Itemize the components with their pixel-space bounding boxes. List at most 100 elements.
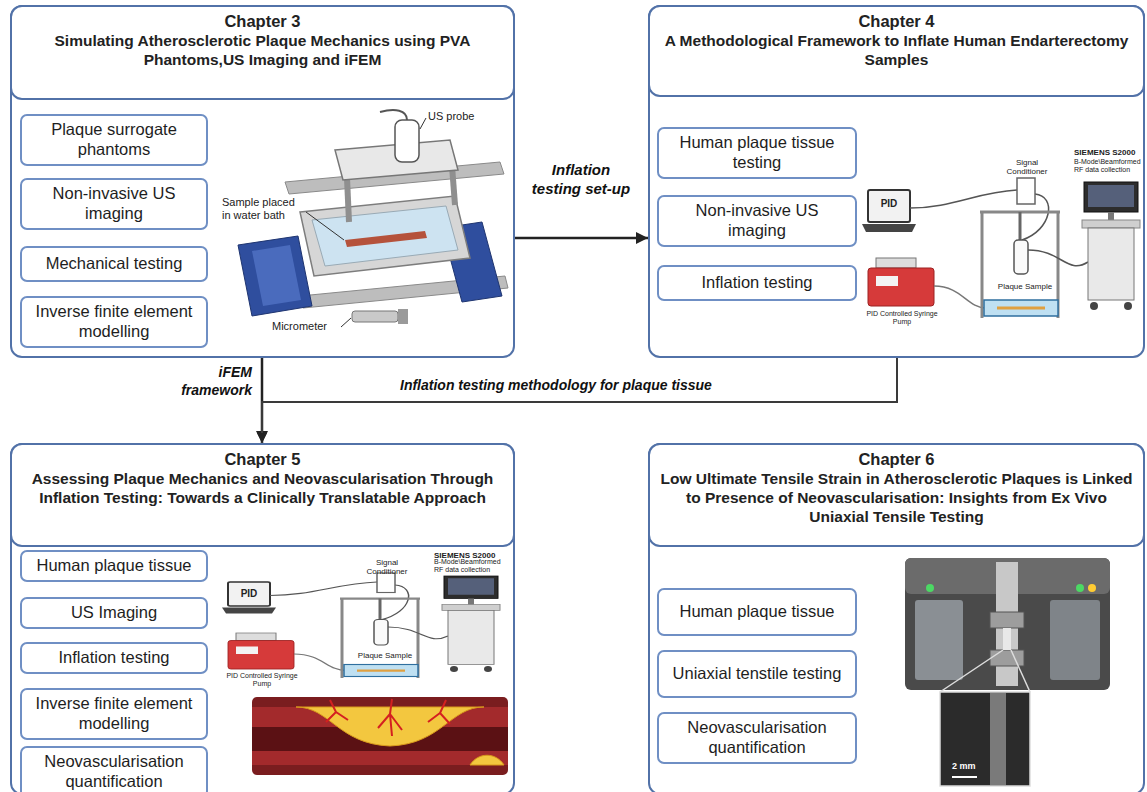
illustration-label: Signal Conditioner (357, 558, 417, 576)
test-rig-part (380, 110, 407, 120)
chapter-header: Chapter 5Assessing Plaque Mechanics and … (10, 443, 515, 547)
topic-text-group: Non-invasive US imaging (666, 201, 848, 241)
chapter-title: Low Ultimate Tensile Strain in Atheroscl… (660, 470, 1133, 527)
test-rig-part (252, 245, 301, 306)
tensile-photo-part (990, 693, 1006, 785)
test-rig-part (312, 206, 458, 266)
test-rig-part (238, 236, 312, 316)
illustration-label: Micrometer (272, 320, 342, 333)
topic-label: Human plaque tissue (36, 556, 191, 576)
tensile-photo-part (1003, 628, 1011, 650)
topic-text-group: Inflation testing (702, 273, 813, 293)
topic-label: Neovascularisation quantification (29, 752, 199, 792)
topic-text-group: Inverse finite element modelling (29, 302, 199, 342)
chapter-panel: Chapter 5Assessing Plaque Mechanics and … (10, 443, 515, 792)
test-rig-part (300, 196, 470, 276)
tensile-photo-part (1076, 584, 1084, 592)
illustration-label: PID Controlled Syringe Pump (862, 310, 942, 326)
illustration-label: SIEMENS S2000 (1074, 148, 1142, 157)
topic-box: Non-invasive US imaging (657, 195, 857, 247)
topic-label: Neovascularisation quantification (666, 718, 848, 758)
topic-text-group: Uniaxial tenstile testing (673, 664, 842, 684)
topic-text-group: Human plaque tissue (679, 602, 834, 622)
artery-illustration-part (378, 699, 402, 736)
test-rig-part (347, 178, 349, 222)
artery-illustration-part (326, 700, 348, 722)
topic-text-group: Mechanical testing (46, 254, 183, 274)
chapter-panel: Chapter 3Simulating Atherosclerotic Plaq… (10, 5, 515, 358)
illustration-label: 2 mm (952, 761, 992, 771)
topic-text-group: Non-invasive US imaging (29, 184, 199, 224)
inflation-setup (222, 573, 500, 678)
artery-illustration-part (470, 755, 504, 765)
topic-box: Neovascularisation quantification (20, 746, 208, 792)
connector-label: Inflation testing set-up (530, 160, 632, 198)
chapter-title: Assessing Plaque Mechanics and Neovascul… (22, 470, 503, 508)
topic-box: Human plaque tissue testing (657, 127, 857, 179)
tensile-photo-part (990, 650, 1024, 666)
tensile-photo (905, 558, 1110, 786)
topic-label: Non-invasive US imaging (666, 201, 848, 241)
topic-text-group: US Imaging (71, 603, 157, 623)
illustration-label: PID (228, 588, 270, 600)
chapter-number: Chapter 3 (22, 12, 503, 32)
leader-line (306, 212, 344, 240)
illustration-label: B-Mode\Beamformed RF data collection (1074, 158, 1142, 174)
artery-illustration-part (252, 697, 508, 775)
chapter-number: Chapter 6 (660, 450, 1133, 470)
chapter-title: Simulating Atherosclerotic Plaque Mechan… (22, 32, 503, 70)
topic-label: Human plaque tissue testing (666, 133, 848, 173)
artery-illustration-part (428, 700, 450, 724)
chapter-header: Chapter 3Simulating Atherosclerotic Plaq… (10, 5, 515, 100)
chapter-header: Chapter 4A Methodological Framework to I… (648, 5, 1145, 97)
artery-illustration-part (252, 707, 508, 765)
topic-label: Human plaque tissue (679, 602, 834, 622)
test-rig-part (398, 309, 408, 324)
chapter-title: A Methodological Framework to Inflate Hu… (660, 32, 1133, 70)
flow-arrow (262, 358, 897, 443)
illustration-label: Signal Conditioner (997, 158, 1057, 176)
test-rig-part (395, 120, 419, 162)
flow-arrow (515, 237, 648, 240)
tensile-photo-part (1050, 600, 1100, 680)
illustration-label: Plaque Sample (350, 651, 420, 660)
connector-label: Inflation testing methodology for plaque… (400, 377, 790, 395)
chapter-panel: Chapter 6Low Ultimate Tensile Strain in … (648, 443, 1145, 792)
illustration-label: PID (868, 198, 910, 210)
test-rig-part (452, 166, 455, 205)
leader-line (420, 118, 426, 129)
chapter-header: Chapter 6Low Ultimate Tensile Strain in … (648, 443, 1145, 547)
topic-box: Human plaque tissue (657, 588, 857, 636)
topic-text-group: Human plaque tissue testing (666, 133, 848, 173)
artery-illustration (252, 697, 508, 775)
illustration-label: PID Controlled Syringe Pump (222, 672, 302, 688)
scale-bar (952, 776, 977, 778)
chapter-number: Chapter 5 (22, 450, 503, 470)
topic-text-group: Neovascularisation quantification (666, 718, 848, 758)
topic-text-group: Plaque surrogate phantoms (29, 120, 199, 160)
illustration-label: Plaque Sample (990, 282, 1060, 291)
topic-box: Human plaque tissue (20, 550, 208, 582)
illustration-label: B-Mode\Beamformed RF data collection (434, 558, 502, 574)
topic-box: Non-invasive US imaging (20, 178, 208, 230)
chapter-panel: Chapter 4A Methodological Framework to I… (648, 5, 1145, 358)
topic-text-group: Human plaque tissue (36, 556, 191, 576)
topic-label: Inverse finite element modelling (29, 302, 199, 342)
topic-label: Non-invasive US imaging (29, 184, 199, 224)
topic-label: Inverse finite element modelling (29, 694, 199, 734)
tensile-photo-part (940, 692, 1030, 786)
topic-label: Inflation testing (59, 648, 170, 668)
tensile-photo-part (940, 650, 1003, 692)
tensile-photo-part (915, 600, 963, 680)
topic-box: Inflation testing (657, 265, 857, 301)
illustration-label: Sample placed in water bath (222, 196, 306, 221)
inflation-setup (862, 178, 1140, 318)
topic-label: Plaque surrogate phantoms (29, 120, 199, 160)
test-rig-part (352, 311, 398, 322)
tensile-photo-part (1011, 650, 1030, 692)
topic-text-group: Neovascularisation quantification (29, 752, 199, 792)
topic-label: Mechanical testing (46, 254, 183, 274)
topic-box: Inflation testing (20, 642, 208, 674)
chapter-number: Chapter 4 (660, 12, 1133, 32)
test-rig-part (345, 231, 427, 247)
